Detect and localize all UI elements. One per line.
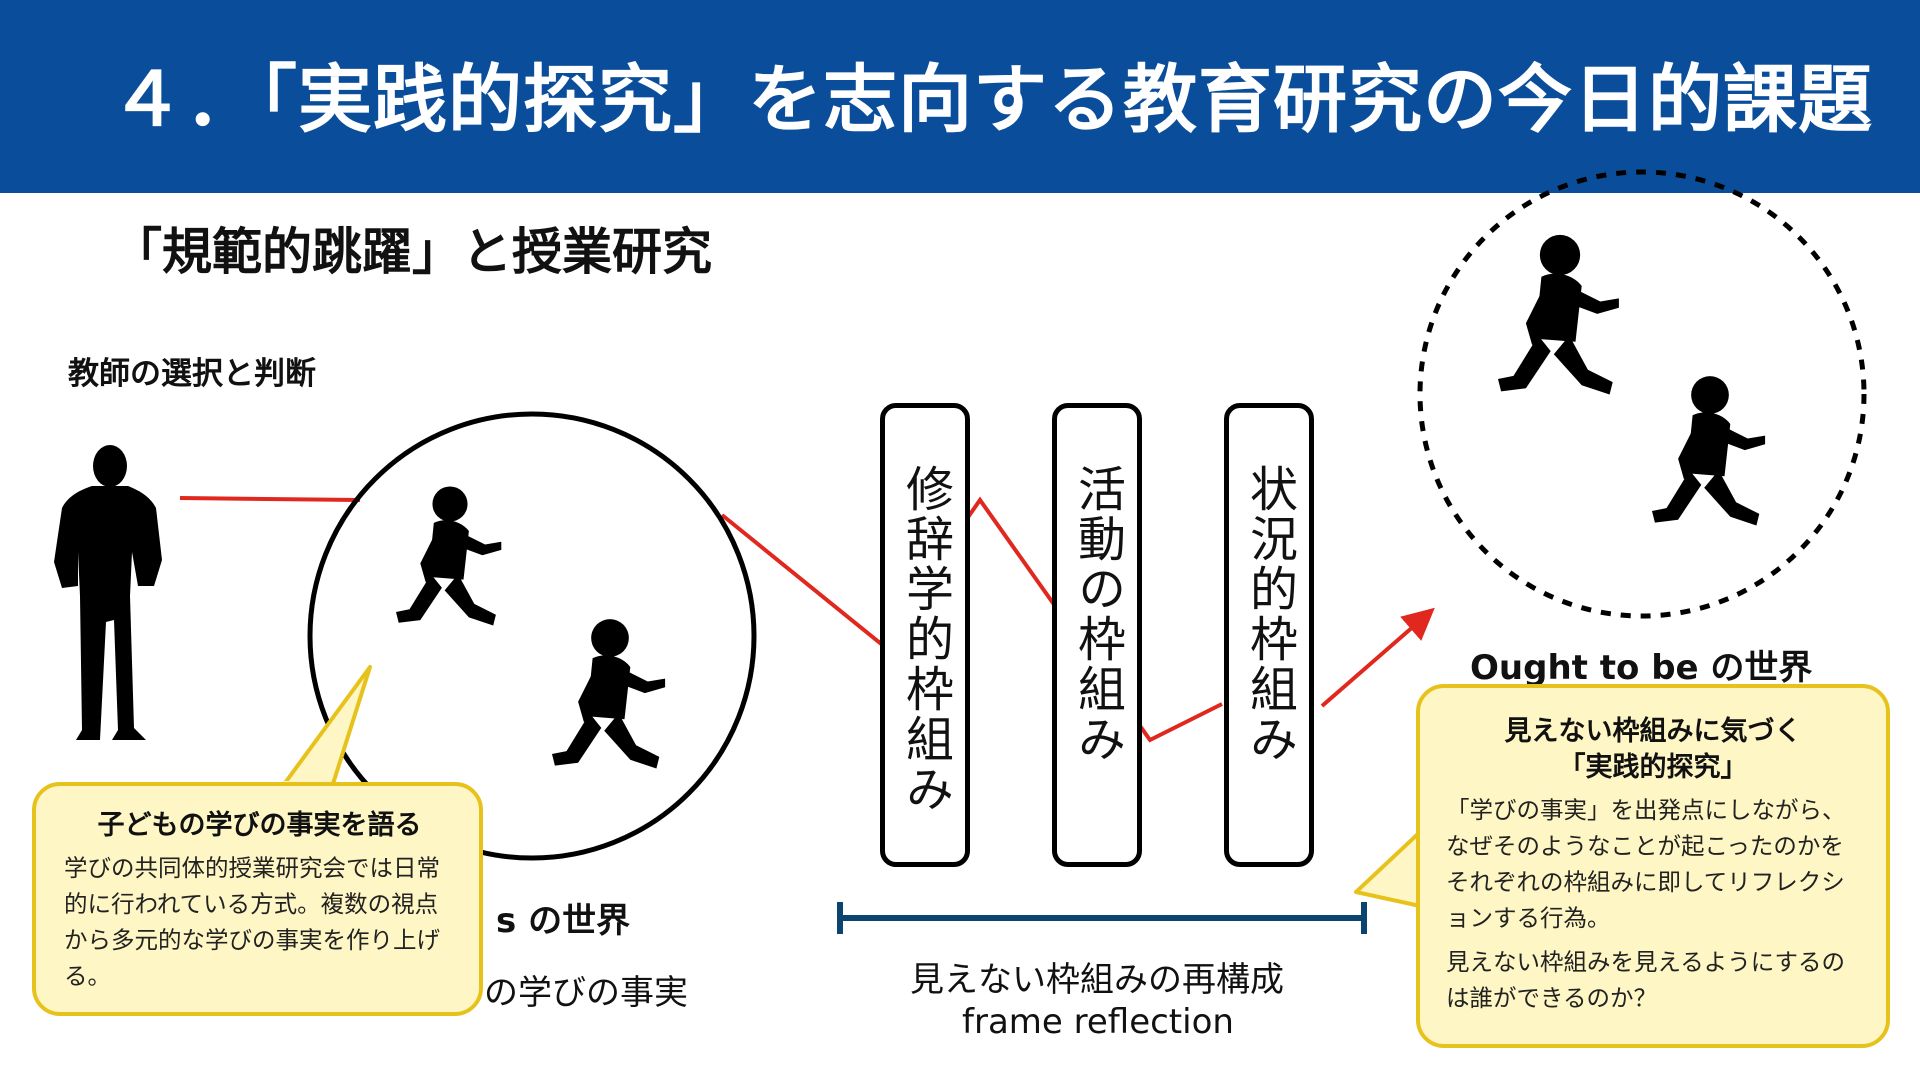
teacher-label: 教師の選択と判断 — [68, 356, 316, 392]
frame-box-situational: 状況的枠組み — [1224, 403, 1314, 867]
callout-learning-facts: 子どもの学びの事実を語る 学びの共同体的授業研究会では日常的に行われている方式。… — [32, 782, 483, 1016]
ought-world-circle — [1417, 169, 1867, 619]
is-world-circle — [307, 411, 757, 861]
callout-practical-inquiry: 見えない枠組みに気づく 「実践的探究」 「学びの事実」を出発点にしながら、なぜそ… — [1416, 684, 1890, 1048]
reconstruction-label-ja: 見えない枠組みの再構成 — [910, 960, 1284, 1000]
callout-title: 「実践的探究」 — [1558, 752, 1748, 783]
callout-title: 見えない枠組みに気づく — [1504, 716, 1802, 747]
frame-reconstruction-bracket — [837, 902, 1367, 934]
callout-right-tail — [1354, 830, 1422, 908]
teacher-connector — [179, 496, 361, 502]
callout-question: 見えない枠組みを見えるようにするのは誰ができるのか？ — [1446, 948, 1846, 1012]
callout-body: 学びの共同体的授業研究会では日常的に行われている方式。複数の視点から多元的な学び… — [64, 854, 440, 990]
reconstruction-label-en: frame reflection — [962, 1002, 1234, 1042]
frame-label: 活動の枠組み — [1069, 464, 1125, 764]
page-title: ４．「実践的探究」を志向する教育研究の今日的課題 — [110, 57, 1873, 143]
section-subtitle: 「規範的跳躍」と授業研究 — [112, 223, 712, 281]
running-child-icon — [1652, 376, 1766, 526]
ought-arrow — [1320, 607, 1435, 708]
is-world-label: s の世界 — [496, 901, 631, 941]
running-child-icon — [396, 486, 502, 626]
ought-world-label: Ought to be の世界 — [1470, 648, 1813, 688]
running-child-icon — [552, 619, 666, 769]
frame-box-rhetorical: 修辞学的枠組み — [880, 403, 970, 867]
header-bar: ４．「実践的探究」を志向する教育研究の今日的課題 — [0, 0, 1920, 193]
callout-title: 子どもの学びの事実を語る — [97, 810, 422, 841]
frame-connector — [720, 496, 1223, 743]
callout-body: 「学びの事実」を出発点にしながら、なぜそのようなことが起こったのかをそれぞれの枠… — [1446, 796, 1846, 932]
running-child-icon — [1498, 234, 1619, 395]
frame-label: 状況的枠組み — [1241, 464, 1297, 764]
frame-label: 修辞学的枠組み — [897, 464, 953, 814]
connector-lines — [179, 496, 1435, 743]
learning-facts-label: の学びの事実 — [484, 973, 688, 1013]
frame-box-activity: 活動の枠組み — [1052, 403, 1142, 867]
teacher-silhouette-icon — [54, 445, 162, 740]
